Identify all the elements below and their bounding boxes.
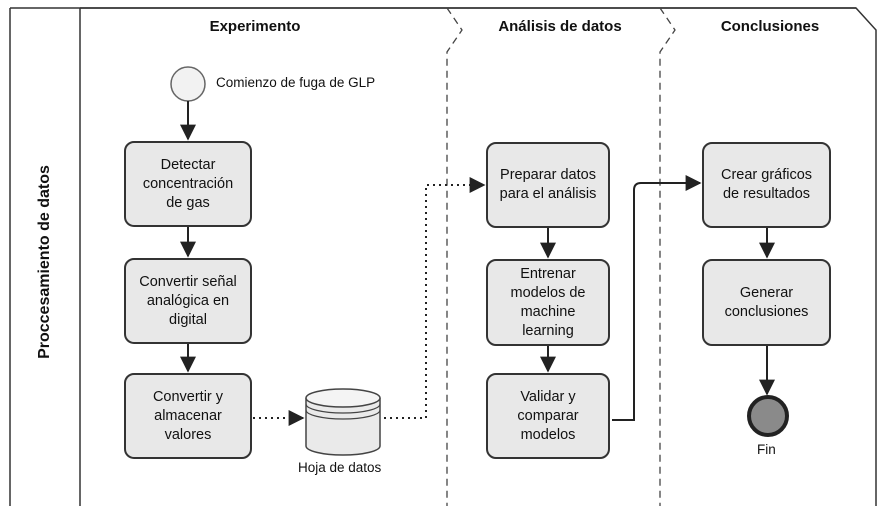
start-event: [170, 66, 206, 102]
task-entrenar-modelos[interactable]: Entrenar modelos de machine learning: [486, 259, 610, 346]
task-preparar-datos[interactable]: Preparar datos para el análisis: [486, 142, 610, 228]
task-generar-conclusiones[interactable]: Generar conclusiones: [702, 259, 831, 346]
data-store-label: Hoja de datos: [298, 460, 382, 475]
data-store-icon: [305, 388, 381, 456]
flow-store-preparar: [384, 177, 486, 419]
lane-separator-1: [446, 7, 463, 506]
lane-header-experimento: Experimento: [209, 18, 301, 35]
task-convertir-almacenar[interactable]: Convertir y almacenar valores: [124, 373, 252, 459]
start-event-label: Comienzo de fuga de GLP: [216, 75, 376, 90]
task-crear-graficos[interactable]: Crear gráficos de resultados: [702, 142, 831, 228]
task-validar-comparar[interactable]: Validar y comparar modelos: [486, 373, 610, 459]
end-event: [747, 395, 789, 437]
flow-validar-graficos: [612, 175, 702, 421]
end-event-label: Fin: [757, 442, 776, 457]
lane-header-conclusiones: Conclusiones: [720, 18, 820, 35]
pool-title: Proccesamiento de datos: [36, 165, 53, 359]
task-detectar-concentracion[interactable]: Detectar concentración de gas: [124, 141, 252, 227]
lane-header-analisis: Análisis de datos: [498, 18, 622, 35]
task-convertir-senal[interactable]: Convertir señal analógica en digital: [124, 258, 252, 344]
lane-separator-2: [659, 7, 676, 506]
